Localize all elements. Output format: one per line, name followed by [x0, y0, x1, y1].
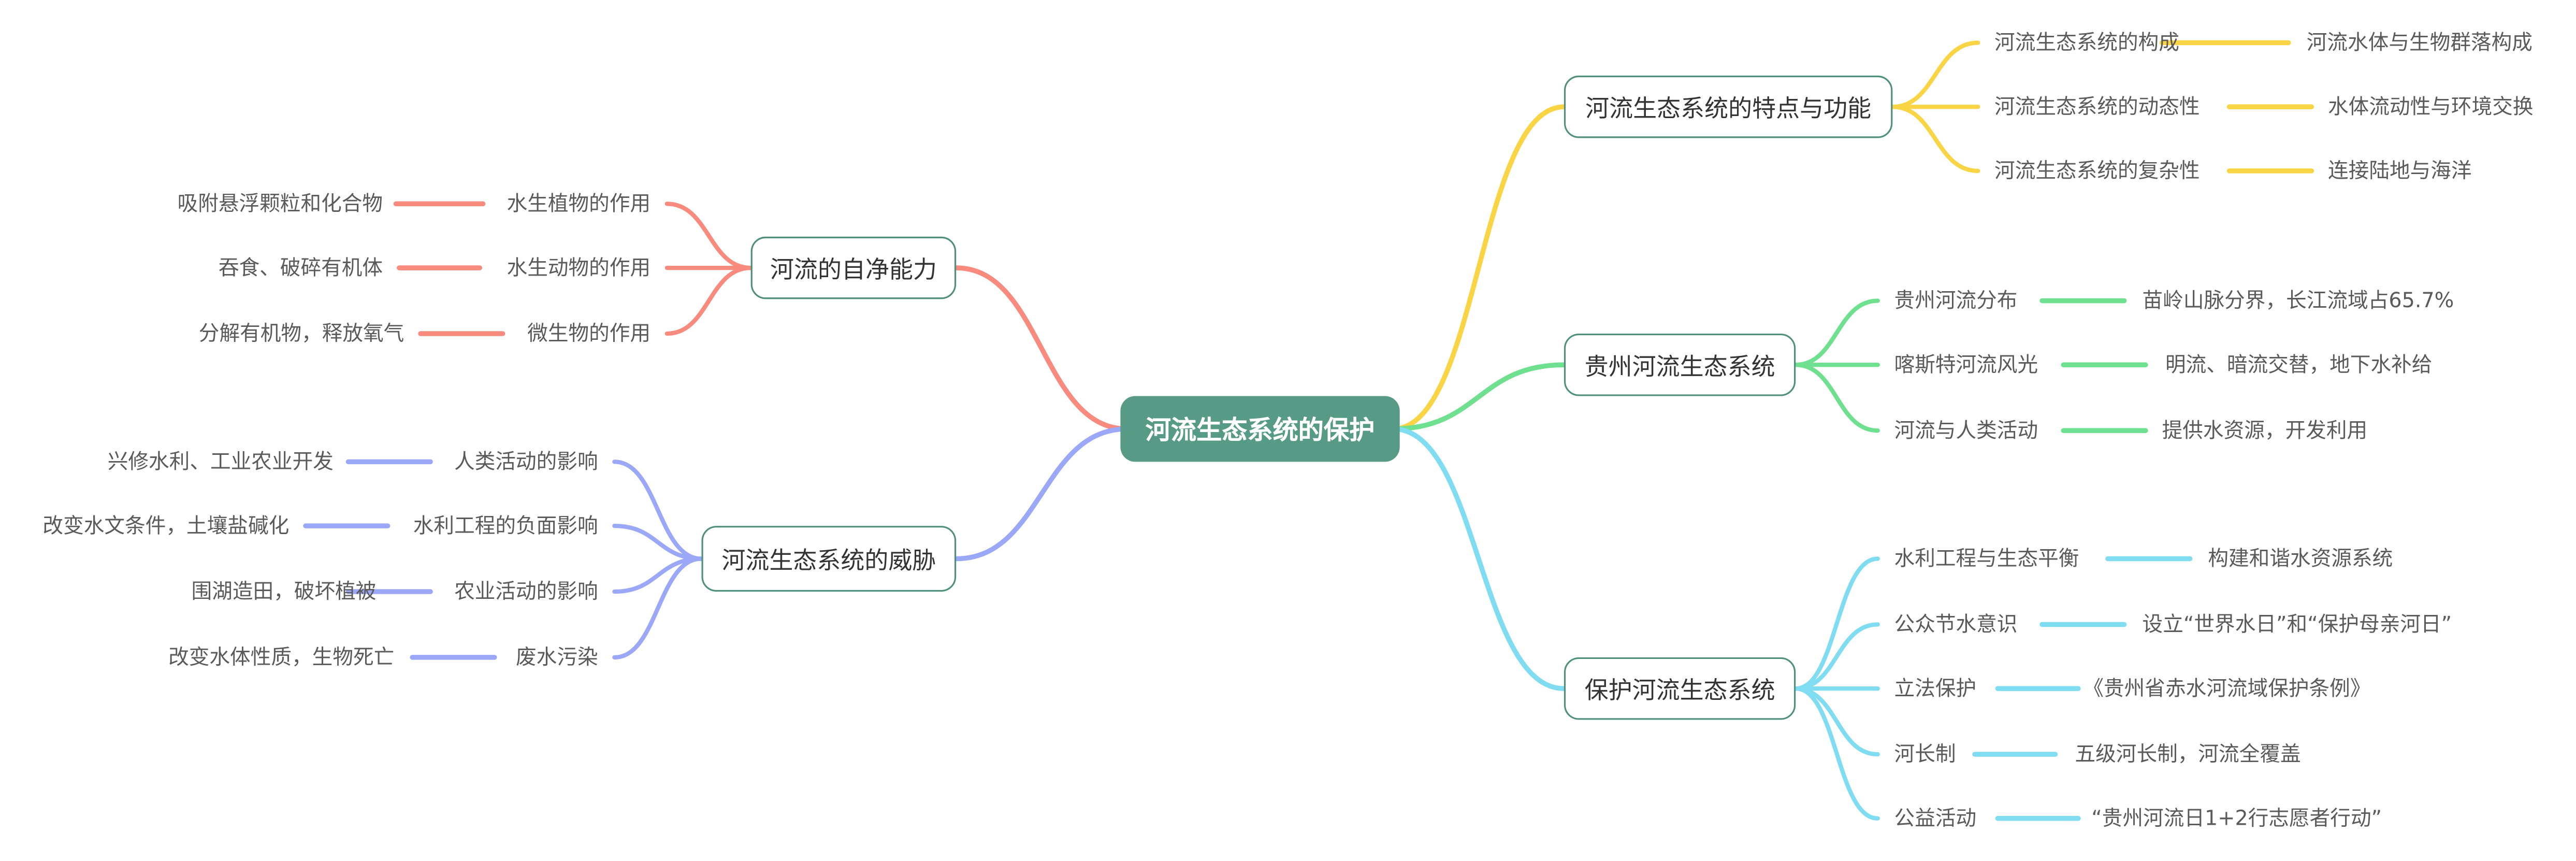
subtopic[interactable]: 水利工程与生态平衡 [1894, 546, 2079, 570]
main-topic-label: 河流的自净能力 [770, 257, 937, 284]
subtopic[interactable]: 喀斯特河流风光 [1894, 351, 2038, 377]
subtopic-detail[interactable]: 苗岭山脉分界，长江流域占65.7% [2142, 288, 2454, 312]
main-topic[interactable]: 贵州河流生态系统 [1564, 333, 1796, 396]
subtopic[interactable]: 人类活动的影响 [454, 449, 598, 473]
child-connector [1890, 40, 1980, 109]
subtopic[interactable]: 立法保护 [1894, 675, 1977, 700]
child-connector [664, 202, 753, 270]
subtopic[interactable]: 河流与人类活动 [1894, 417, 2038, 442]
subtopic-detail[interactable]: 吞食、破碎有机体 [218, 254, 383, 280]
subtopic-detail[interactable]: 改变水体性质，生物死亡 [168, 644, 395, 669]
subtopic[interactable]: 水利工程的负面影响 [413, 512, 598, 538]
child-connector [1793, 363, 1880, 433]
subtopic-detail[interactable]: 围湖造田，破坏植被 [191, 578, 377, 604]
subtopic[interactable]: 公众节水意识 [1894, 611, 2018, 636]
subtopic-detail[interactable]: 河流水体与生物群落构成 [2306, 30, 2532, 54]
subtopic[interactable]: 河流生态系统的动态性 [1994, 93, 2200, 119]
subtopic-detail[interactable]: 设立“世界水日”和“保护母亲河日” [2142, 611, 2452, 636]
subtopic[interactable]: 废水污染 [516, 644, 598, 669]
child-connector [612, 556, 704, 660]
main-topic[interactable]: 河流的自净能力 [750, 236, 957, 299]
subtopic-detail[interactable]: 提供水资源，开发利用 [2162, 417, 2368, 442]
subtopic-detail[interactable]: 构建和谐水资源系统 [2208, 546, 2393, 570]
subtopic[interactable]: 微生物的作用 [527, 320, 651, 346]
child-connector [1793, 556, 1880, 691]
child-connector [1793, 686, 1880, 757]
root-branch-connector [1391, 426, 1567, 691]
subtopic-detail[interactable]: 五级河长制，河流全覆盖 [2075, 741, 2301, 766]
subtopic[interactable]: 河长制 [1894, 741, 1956, 766]
subtopic-detail[interactable]: 吸附悬浮颗粒和化合物 [177, 190, 383, 216]
child-connector [664, 265, 753, 336]
subtopic[interactable]: 贵州河流分布 [1894, 288, 2018, 312]
child-connector [1890, 105, 1980, 174]
main-topic[interactable]: 河流生态系统的威胁 [701, 526, 957, 592]
subtopic[interactable]: 河流生态系统的构成 [1994, 30, 2179, 54]
central-topic[interactable]: 河流生态系统的保护 [1120, 396, 1400, 462]
subtopic-detail[interactable]: 明流、暗流交替，地下水补给 [2165, 351, 2433, 377]
subtopic[interactable]: 农业活动的影响 [454, 578, 598, 604]
child-connector [612, 556, 704, 594]
subtopic-detail[interactable]: “贵州河流日1+2行志愿者行动” [2091, 805, 2382, 830]
subtopic-detail[interactable]: 《贵州省赤水河流域保护条例》 [2083, 675, 2371, 700]
child-connector [1793, 298, 1880, 367]
child-connector [1793, 622, 1880, 691]
central-topic-label: 河流生态系统的保护 [1145, 415, 1375, 446]
root-branch-connector [953, 265, 1130, 432]
subtopic[interactable]: 公益活动 [1894, 805, 1977, 830]
child-connector [612, 460, 704, 561]
main-topic-label: 河流生态系统的威胁 [721, 548, 936, 575]
subtopic-detail[interactable]: 兴修水利、工业农业开发 [107, 449, 334, 473]
child-connector [1793, 686, 1880, 821]
main-topic-label: 保护河流生态系统 [1584, 678, 1775, 705]
subtopic-detail[interactable]: 水体流动性与环境交换 [2328, 93, 2534, 119]
main-topic[interactable]: 保护河流生态系统 [1564, 657, 1796, 720]
subtopic[interactable]: 水生动物的作用 [506, 254, 651, 280]
main-topic-label: 贵州河流生态系统 [1584, 354, 1775, 381]
subtopic-detail[interactable]: 分解有机物，释放氧气 [198, 320, 404, 346]
subtopic-detail[interactable]: 连接陆地与海洋 [2328, 157, 2472, 183]
root-branch-connector [953, 426, 1130, 562]
subtopic-detail[interactable]: 改变水文条件，土壤盐碱化 [42, 512, 290, 538]
main-topic-label: 河流生态系统的特点与功能 [1585, 96, 1872, 123]
subtopic[interactable]: 水生植物的作用 [506, 190, 651, 216]
main-topic[interactable]: 河流生态系统的特点与功能 [1564, 75, 1893, 138]
subtopic[interactable]: 河流生态系统的复杂性 [1994, 157, 2200, 183]
root-branch-connector [1391, 362, 1567, 432]
root-branch-connector [1391, 104, 1567, 432]
child-connector [612, 523, 704, 561]
